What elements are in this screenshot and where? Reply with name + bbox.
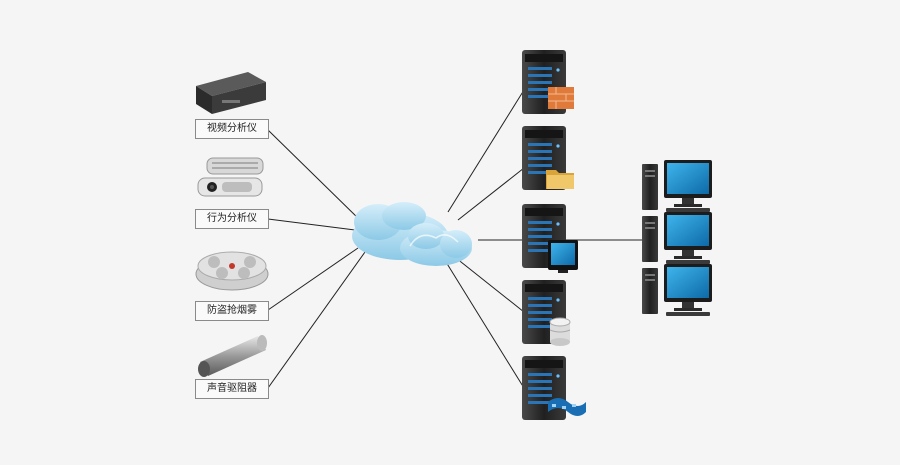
device-label-behavior-analyzer: 行为分析仪 bbox=[195, 209, 269, 229]
link-line bbox=[267, 218, 356, 231]
link-line bbox=[267, 247, 359, 311]
device-label-anti-theft-smoke: 防盗抢烟雾 bbox=[195, 301, 269, 321]
monitor-server-icon bbox=[522, 204, 578, 273]
workstation-icon bbox=[642, 264, 712, 316]
device-label-video-analyzer: 视频分析仪 bbox=[195, 119, 269, 139]
video-analyzer-icon bbox=[196, 72, 266, 114]
link-line bbox=[267, 251, 366, 389]
file-server-icon bbox=[522, 126, 574, 190]
link-line bbox=[455, 257, 525, 313]
link-line bbox=[445, 261, 525, 389]
link-line bbox=[267, 129, 363, 223]
database-server-icon bbox=[522, 280, 571, 346]
behavior-analyzer-icon bbox=[197, 157, 264, 197]
workstation-icon bbox=[642, 212, 712, 264]
anti-theft-smoke-icon bbox=[195, 251, 269, 291]
sound-deterrent-icon bbox=[198, 335, 267, 377]
device-label-sound-deterrent: 声音驱阻器 bbox=[195, 379, 269, 399]
cloud-network-icon bbox=[352, 202, 472, 266]
firewall-server-icon bbox=[522, 50, 574, 114]
workstation-icon bbox=[642, 160, 712, 212]
media-server-icon bbox=[522, 356, 586, 420]
link-line bbox=[457, 167, 525, 221]
link-line bbox=[447, 89, 525, 213]
